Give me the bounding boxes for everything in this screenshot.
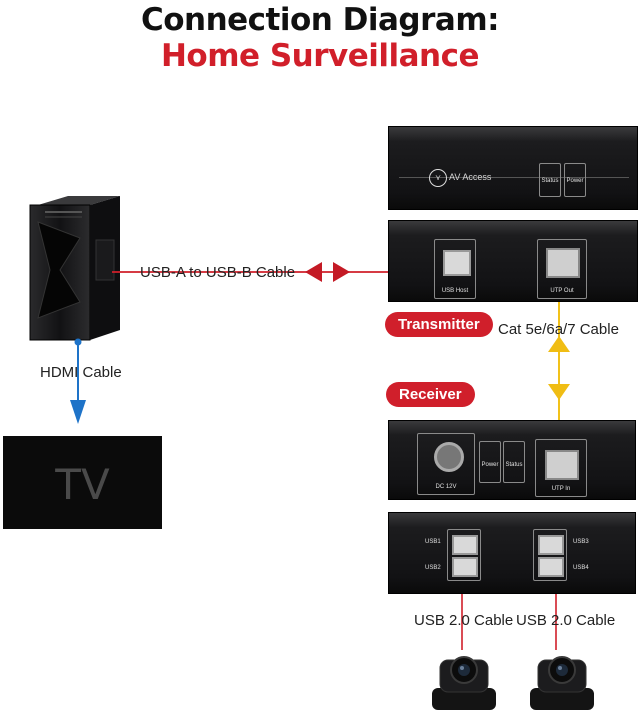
dc-12v-port: DC 12V: [417, 433, 475, 495]
utp-out-port: UTP Out: [537, 239, 587, 299]
usb20-cable-label-left: USB 2.0 Cable: [414, 612, 514, 629]
power-led-box: Power: [479, 441, 501, 483]
rj45-port-icon: [545, 450, 579, 480]
usb-port-group-left: [447, 529, 481, 581]
cat-cable-label: Cat 5e/6a/7 Cable: [498, 321, 619, 338]
utp-in-port: UTP In: [535, 439, 587, 497]
usb4-label: USB4: [573, 565, 589, 571]
usb-a-port-icon: [452, 557, 478, 577]
status-led-box: Status: [539, 163, 561, 197]
transmitter-badge: Transmitter: [385, 312, 493, 337]
usb-ab-cable-label: USB-A to USB-B Cable: [140, 264, 296, 281]
brand-label: AV Access: [449, 172, 492, 182]
av-access-logo-icon: ⋎: [429, 169, 447, 187]
tv-screen: TV: [3, 436, 162, 529]
ptz-camera-left-icon: [432, 656, 496, 710]
ptz-camera-right-icon: [530, 656, 594, 710]
usb-port-group-right: [533, 529, 567, 581]
usb-host-port: USB Host: [434, 239, 476, 299]
tv-label: TV: [55, 460, 110, 509]
transmitter-back-panel: USB Host UTP Out: [388, 220, 638, 302]
usb3-label: USB3: [573, 539, 589, 545]
transmitter-front-panel: ⋎ AV Access Status Power: [388, 126, 638, 210]
pc-tower-icon: [29, 196, 120, 341]
status-led-box: Status: [503, 441, 525, 483]
rj45-port-icon: [546, 248, 580, 278]
usb2-label: USB2: [425, 565, 441, 571]
hdmi-cable-line: [70, 338, 86, 424]
usb-a-port-icon: [538, 535, 564, 555]
receiver-usb-panel: USB1 USB2 USB3 USB4: [388, 512, 636, 594]
usb-a-port-icon: [538, 557, 564, 577]
diagram-title: Connection Diagram:: [140, 2, 500, 38]
receiver-front-panel: DC 12V Power Status UTP In: [388, 420, 636, 500]
receiver-badge: Receiver: [386, 382, 475, 407]
usb20-cable-label-right: USB 2.0 Cable: [516, 612, 616, 629]
usb-a-port-icon: [452, 535, 478, 555]
usb1-label: USB1: [425, 539, 441, 545]
power-led-box: Power: [564, 163, 586, 197]
dc-jack-icon: [434, 442, 464, 472]
usb-b-port-icon: [443, 250, 471, 276]
hdmi-cable-label: HDMI Cable: [40, 364, 122, 381]
diagram-subtitle: Home Surveillance: [160, 38, 480, 74]
